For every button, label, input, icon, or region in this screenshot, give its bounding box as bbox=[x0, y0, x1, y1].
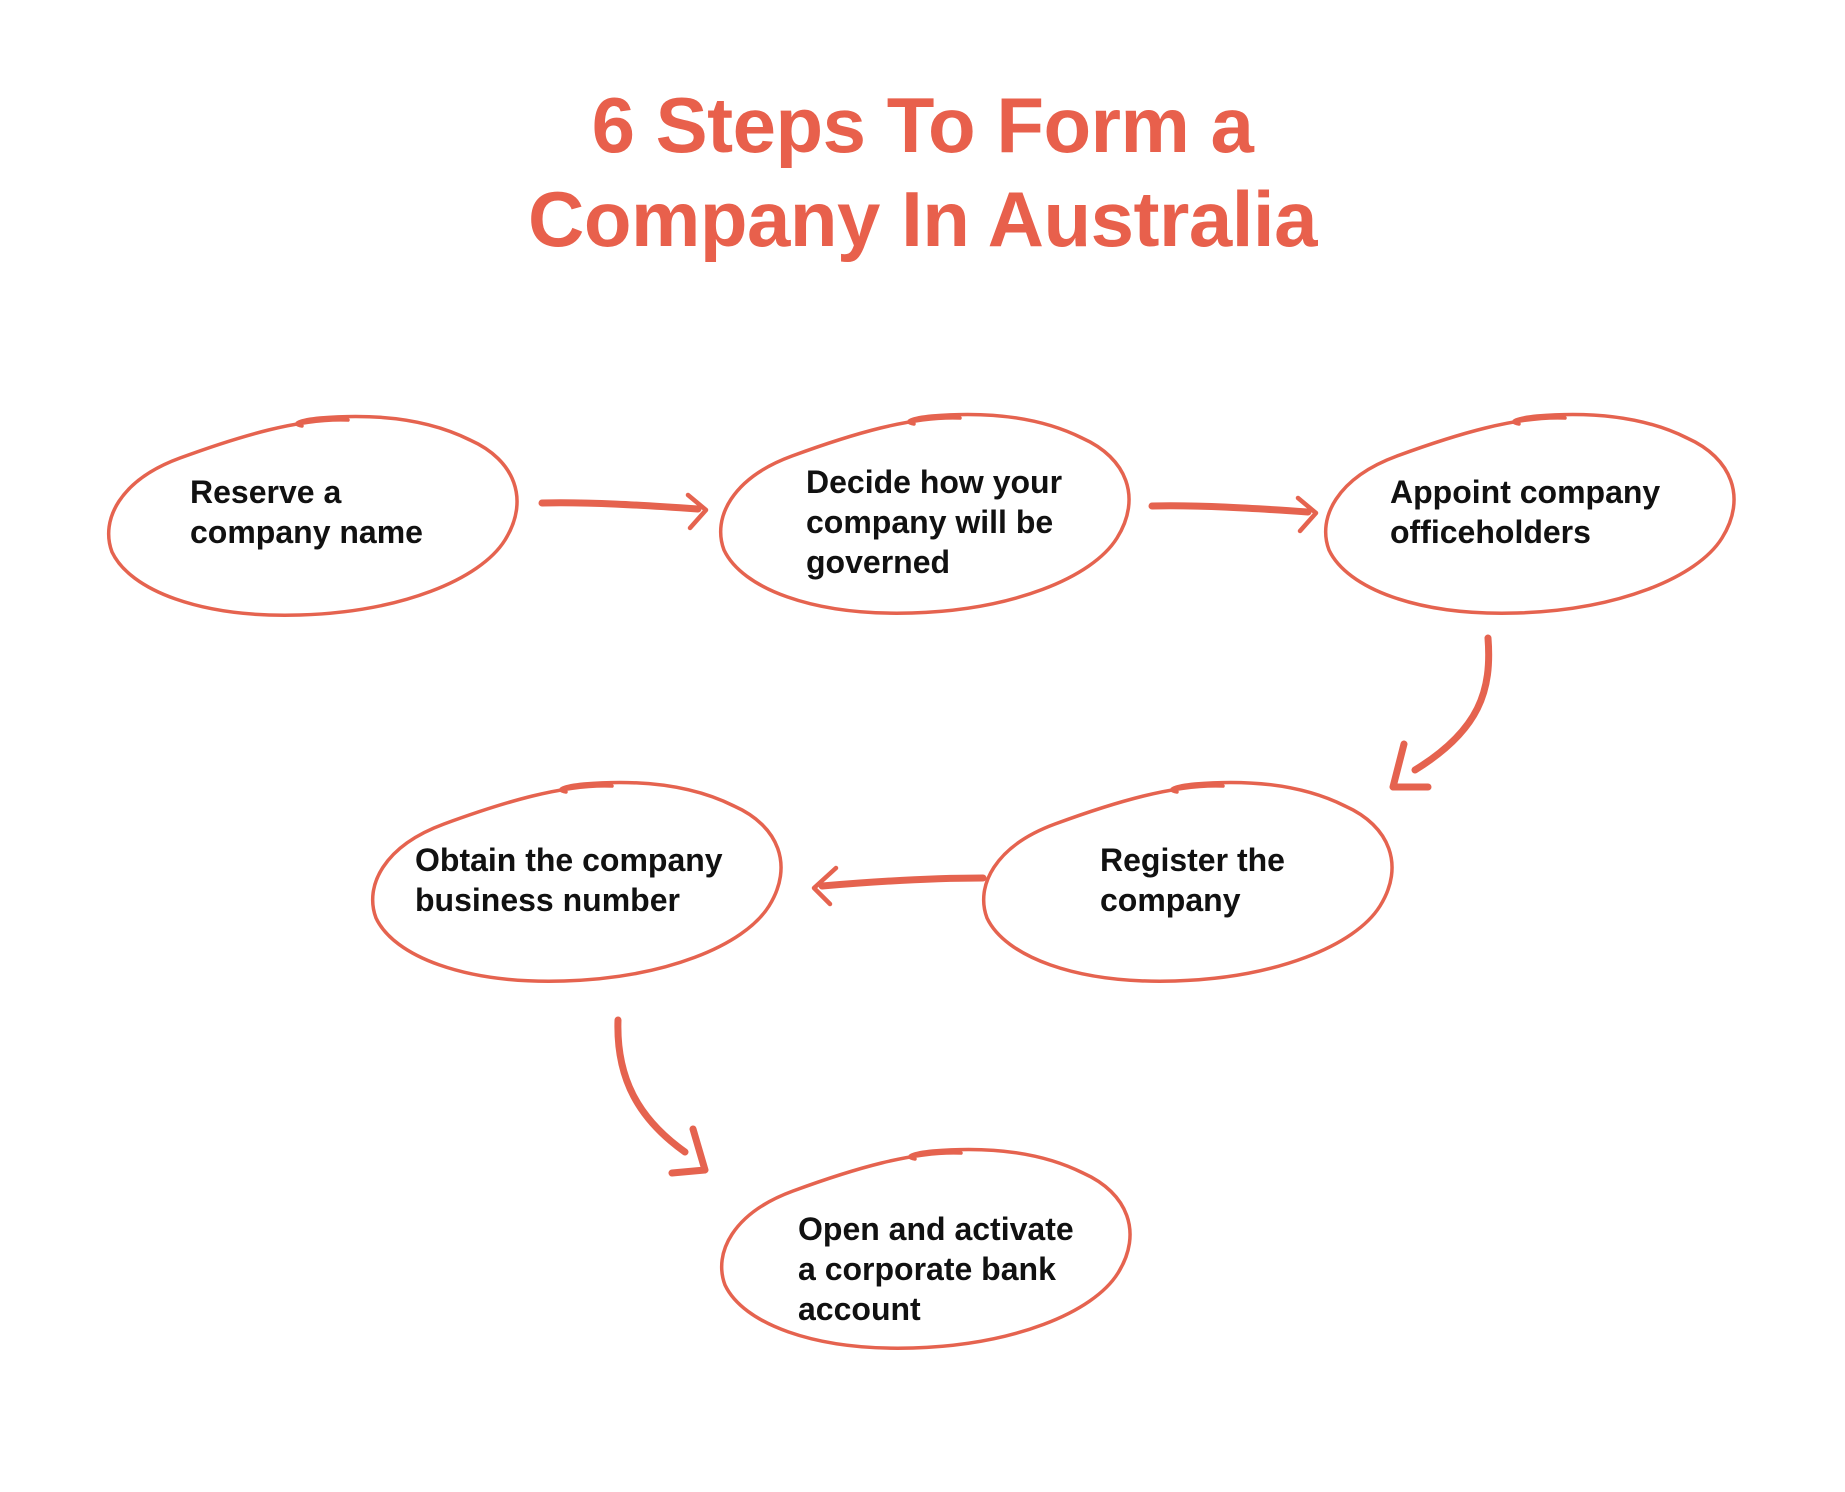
step-5: Obtain the company business number bbox=[415, 840, 723, 920]
step-2-line-2: company will be bbox=[806, 504, 1054, 540]
step-6: Open and activate a corporate bank accou… bbox=[798, 1209, 1074, 1329]
step-4-line-2: company bbox=[1100, 882, 1241, 918]
step-6-ellipse bbox=[719, 1147, 1132, 1350]
arrow-right-icon bbox=[538, 492, 709, 531]
step-5-ellipse bbox=[370, 780, 783, 983]
title-line-2: Company In Australia bbox=[528, 175, 1317, 263]
step-2-line-3: governed bbox=[806, 544, 951, 580]
arrow-left-icon bbox=[811, 865, 987, 907]
arrow-right-icon bbox=[1148, 495, 1319, 534]
step-3-line-1: Appoint company bbox=[1390, 474, 1661, 510]
step-5-line-1: Obtain the company bbox=[415, 842, 723, 878]
step-2: Decide how your company will be governed bbox=[806, 462, 1062, 582]
step-5-line-2: business number bbox=[415, 882, 680, 918]
curved-arrow-down-left-icon bbox=[1389, 634, 1493, 791]
step-4-line-1: Register the bbox=[1100, 842, 1285, 878]
step-1: Reserve a company name bbox=[190, 472, 423, 552]
step-4-ellipse bbox=[981, 780, 1394, 983]
step-4: Register the company bbox=[1100, 840, 1285, 920]
step-6-line-3: account bbox=[798, 1291, 921, 1327]
step-1-line-2: company name bbox=[190, 514, 423, 550]
step-3-line-2: officeholders bbox=[1390, 514, 1591, 550]
step-2-line-1: Decide how your bbox=[806, 464, 1063, 500]
step-3: Appoint company officeholders bbox=[1390, 472, 1660, 552]
step-2-ellipse bbox=[718, 412, 1131, 615]
curved-arrow-down-right-icon bbox=[614, 1016, 709, 1177]
step-1-line-1: Reserve a bbox=[190, 474, 342, 510]
step-3-ellipse bbox=[1323, 412, 1736, 615]
step-6-line-1: Open and activate bbox=[798, 1211, 1074, 1247]
page-title: 6 Steps To Form a Company In Australia bbox=[0, 78, 1845, 266]
title-line-1: 6 Steps To Form a bbox=[591, 81, 1254, 169]
step-6-line-2: a corporate bank bbox=[798, 1251, 1056, 1287]
step-1-ellipse bbox=[106, 414, 519, 617]
